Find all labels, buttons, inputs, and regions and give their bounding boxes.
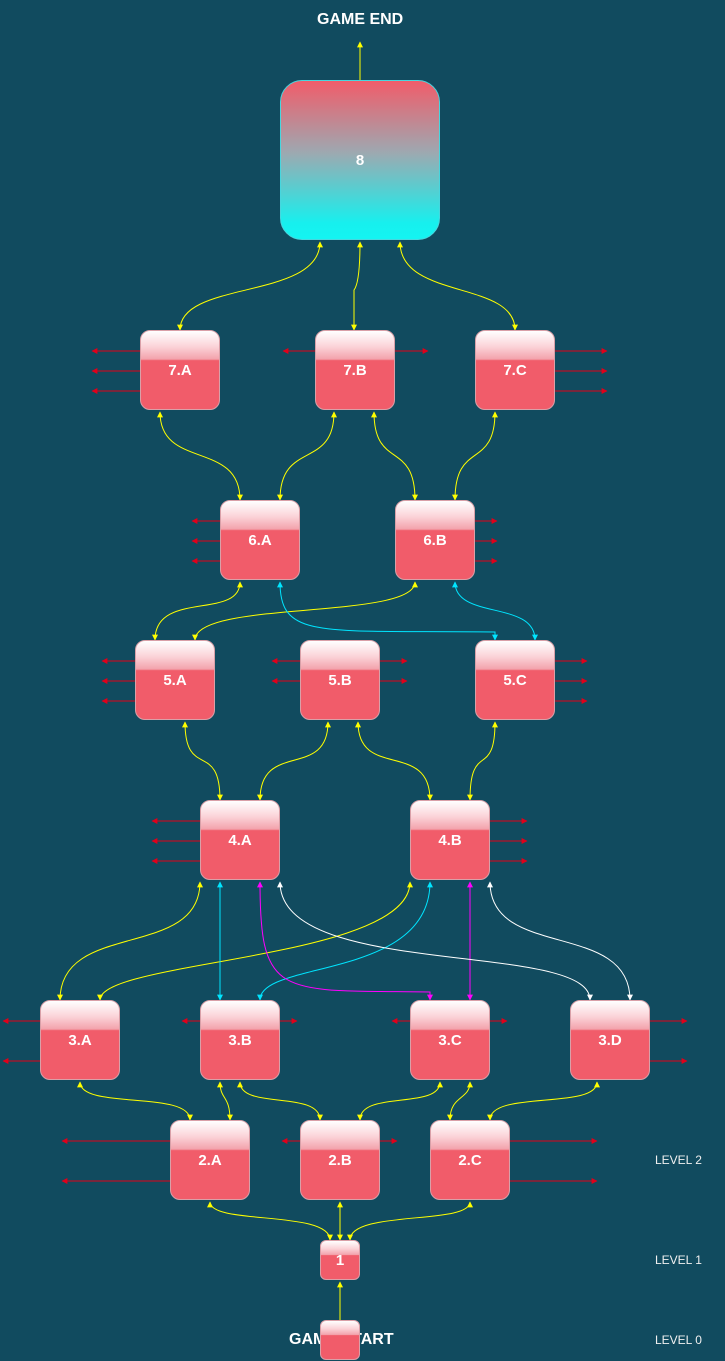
node-3c[interactable]: 3.C [410, 1000, 490, 1080]
edge-2a-3a [77, 1081, 193, 1121]
level-1-label: LEVEL 1 [655, 1253, 702, 1267]
node-7c[interactable]: 7.C [475, 330, 555, 410]
edge-6b-7b [371, 411, 418, 501]
node-6a[interactable]: 6.A [220, 500, 300, 580]
edge-7a-8 [177, 241, 323, 331]
edge-2b-3c [357, 1081, 443, 1121]
node-5a[interactable]: 5.A [135, 640, 215, 720]
edge-7c-8 [397, 241, 518, 331]
edge-6a-7a [157, 411, 243, 501]
node-4b[interactable]: 4.B [410, 800, 490, 880]
edge-4a-3d-white [277, 881, 593, 1001]
node-3d[interactable]: 3.D [570, 1000, 650, 1080]
node-3b[interactable]: 3.B [200, 1000, 280, 1080]
edge-1-2a [207, 1201, 333, 1241]
node-3a[interactable]: 3.A [40, 1000, 120, 1080]
node-2c[interactable]: 2.C [430, 1120, 510, 1200]
level-0-label: LEVEL 0 [655, 1333, 702, 1347]
edge-4a-5a [182, 721, 223, 801]
node-1[interactable]: 1 [320, 1240, 360, 1280]
edge-2a-3b-left [217, 1081, 233, 1121]
edge-4b-5b [355, 721, 433, 801]
edge-7b-8 [351, 241, 363, 331]
edge-4b-5c [467, 721, 498, 801]
node-start[interactable] [320, 1320, 360, 1360]
node-2b[interactable]: 2.B [300, 1120, 380, 1200]
edge-6b-5c-cyan [452, 581, 538, 641]
edge-3a-4a [57, 881, 203, 1001]
node-5c[interactable]: 5.C [475, 640, 555, 720]
node-7a[interactable]: 7.A [140, 330, 220, 410]
edge-4a-5b [257, 721, 331, 801]
edge-6a-5c-cyan [277, 581, 498, 641]
game-end-label: GAME END [317, 11, 404, 28]
level-2-label: LEVEL 2 [655, 1153, 702, 1167]
node-8[interactable]: 8 [280, 80, 440, 240]
edge-4b-3d-white [487, 881, 633, 1001]
edge-6b-7c [452, 411, 498, 501]
node-4a[interactable]: 4.A [200, 800, 280, 880]
edge-5a-6a [152, 581, 243, 641]
node-2a[interactable]: 2.A [170, 1120, 250, 1200]
edge-6a-7b [277, 411, 337, 501]
node-7b[interactable]: 7.B [315, 330, 395, 410]
edge-2c-3d [487, 1081, 600, 1121]
edge-3a-4b [97, 881, 413, 1001]
node-6b[interactable]: 6.B [395, 500, 475, 580]
edge-2c-3c [447, 1081, 473, 1121]
node-5b[interactable]: 5.B [300, 640, 380, 720]
edge-2b-3b [237, 1081, 323, 1121]
edge-1-2c [347, 1201, 473, 1241]
